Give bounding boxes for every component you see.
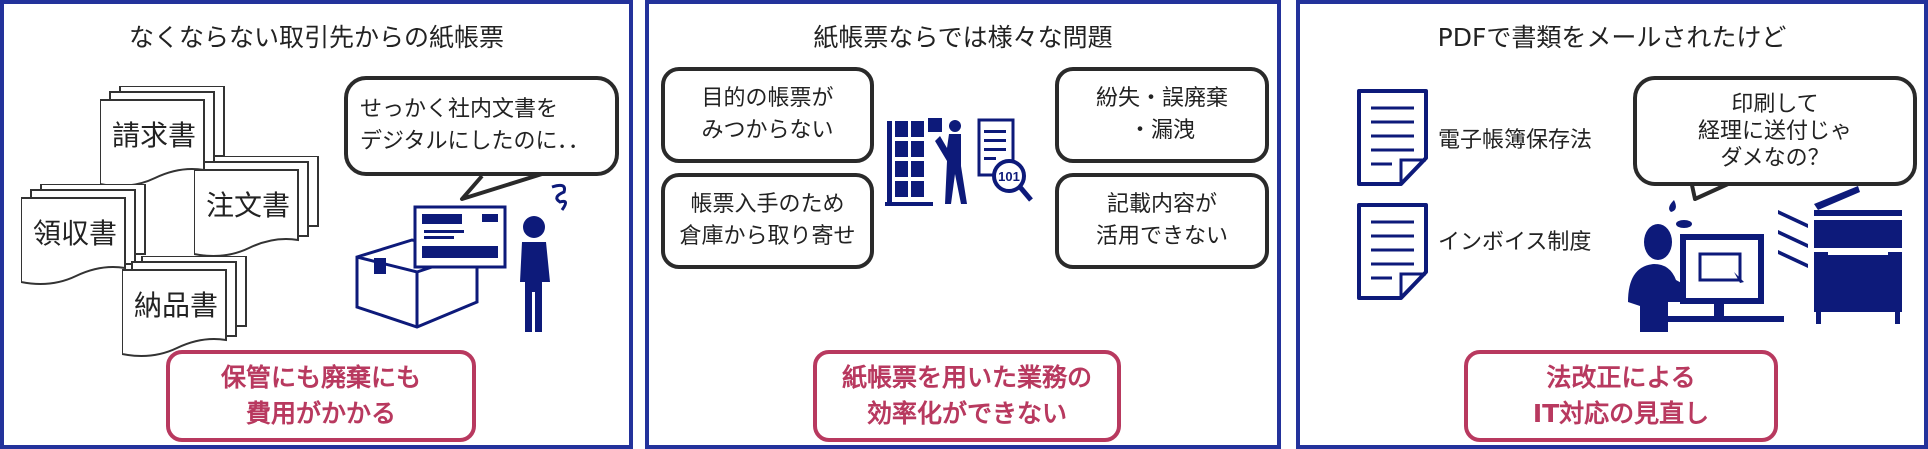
problem-box: 記載内容が活用できない [1055,173,1269,269]
conclusion-line: IT対応の見直し [1532,399,1710,428]
panel-paper-forms: なくならない取引先からの紙帳票 請求書 注文書 領収書 納品書 せっかく社内文書… [0,0,633,449]
document-stack-icon [193,155,319,257]
conclusion-line: 紙帳票を用いた業務の [841,363,1092,392]
problem-line: 帳票入手のため [690,192,845,217]
problem-line: 活用できない [1095,224,1228,249]
warehouse-search-icon: 101 [885,118,1033,206]
conclusion-box: 保管にも廃棄にも費用がかかる [166,350,476,442]
bubble-line: デジタルにしたのに．． [360,129,590,154]
problem-line: 記載内容が [1106,192,1217,217]
problem-box: 紛失・誤廃棄・漏洩 [1055,67,1269,163]
document-stack-icon [20,183,146,285]
document-label: 領収書 [33,217,118,250]
panel-pdf-email: PDFで書類をメールされたけど 電子帳簿保存法 インボイス制度 印刷して経理に送… [1296,0,1928,449]
document-icon [1357,89,1428,186]
problem-line: 紛失・誤廃棄 [1095,86,1228,111]
bubble-line: ダメなの？ [1720,145,1830,171]
speech-bubble-tail [460,172,543,201]
box-and-person-icon [355,183,567,332]
conclusion-line: 効率化ができない [866,399,1067,428]
document-stack-icon [121,255,247,357]
bubble-line: 経理に送付じゃ [1697,118,1852,144]
bubble-line: せっかく社内文書を [360,97,559,122]
problem-line: 倉庫から取り寄せ [679,224,856,249]
conclusion-box: 紙帳票を用いた業務の効率化ができない [813,350,1121,442]
conclusion-line: 保管にも廃棄にも [220,363,421,392]
document-stack-order: 注文書 [193,155,324,261]
conclusion-line: 費用がかかる [245,399,396,428]
law-label: インボイス制度 [1438,230,1592,255]
document-label: 注文書 [206,189,291,222]
document-icon [1357,203,1428,300]
speech-bubble: せっかく社内文書をデジタルにしたのに．． [344,76,619,176]
conclusion-line: 法改正による [1546,363,1696,392]
panel-title: 紙帳票ならでは様々な問題 [813,23,1113,52]
document-label: 納品書 [134,289,219,322]
document-stack-receipt: 領収書 [20,183,151,289]
panel-title: PDFで書類をメールされたけど [1437,23,1787,52]
problem-box: 帳票入手のため倉庫から取り寄せ [661,173,874,269]
office-worker-printer-icon [1628,186,1902,332]
panel-paper-problems: 紙帳票ならでは様々な問題 目的の帳票がみつからない 帳票入手のため倉庫から取り寄… [645,0,1281,449]
problem-box: 目的の帳票がみつからない [661,67,874,163]
panel-title: なくならない取引先からの紙帳票 [128,23,504,52]
binary-text: 101 [998,169,1020,184]
problem-line: みつからない [701,118,834,143]
conclusion-box: 法改正による IT対応の見直し [1464,350,1778,442]
speech-bubble: 印刷して経理に送付じゃダメなの？ [1633,76,1917,186]
document-stack-delivery: 納品書 [121,255,252,361]
problem-line: ・漏洩 [1128,118,1195,143]
bubble-line: 印刷して [1731,91,1819,117]
problem-line: 目的の帳票が [701,86,834,111]
document-label: 請求書 [112,119,197,152]
law-label: 電子帳簿保存法 [1438,128,1593,153]
